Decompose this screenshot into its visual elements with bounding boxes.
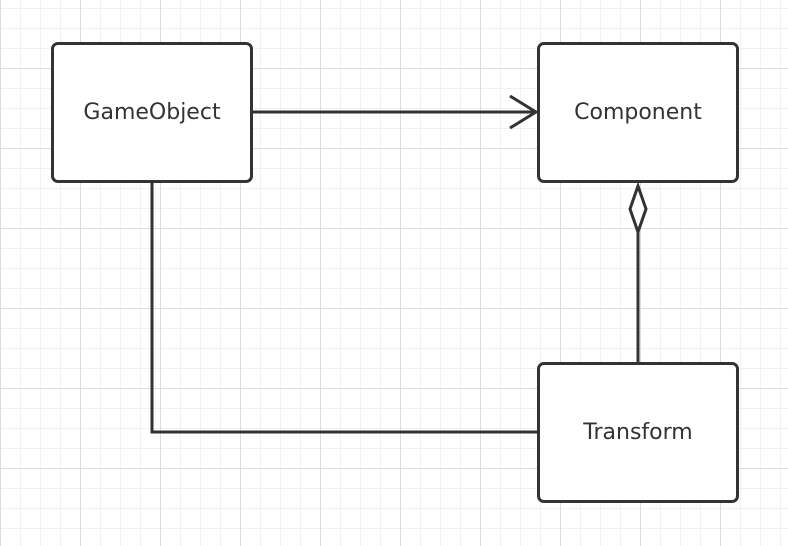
node-label: GameObject	[83, 100, 221, 125]
node-transform[interactable]: Transform	[537, 362, 739, 503]
node-gameobject[interactable]: GameObject	[51, 42, 253, 183]
open-arrowhead-icon	[509, 94, 539, 130]
node-label: Component	[574, 100, 702, 125]
edge-transform-component	[628, 181, 648, 362]
edge-gameobject-transform	[150, 183, 537, 434]
node-label: Transform	[583, 420, 693, 445]
edge-gameobject-component	[253, 94, 539, 130]
aggregation-diamond-icon	[628, 181, 648, 237]
node-component[interactable]: Component	[537, 42, 739, 183]
